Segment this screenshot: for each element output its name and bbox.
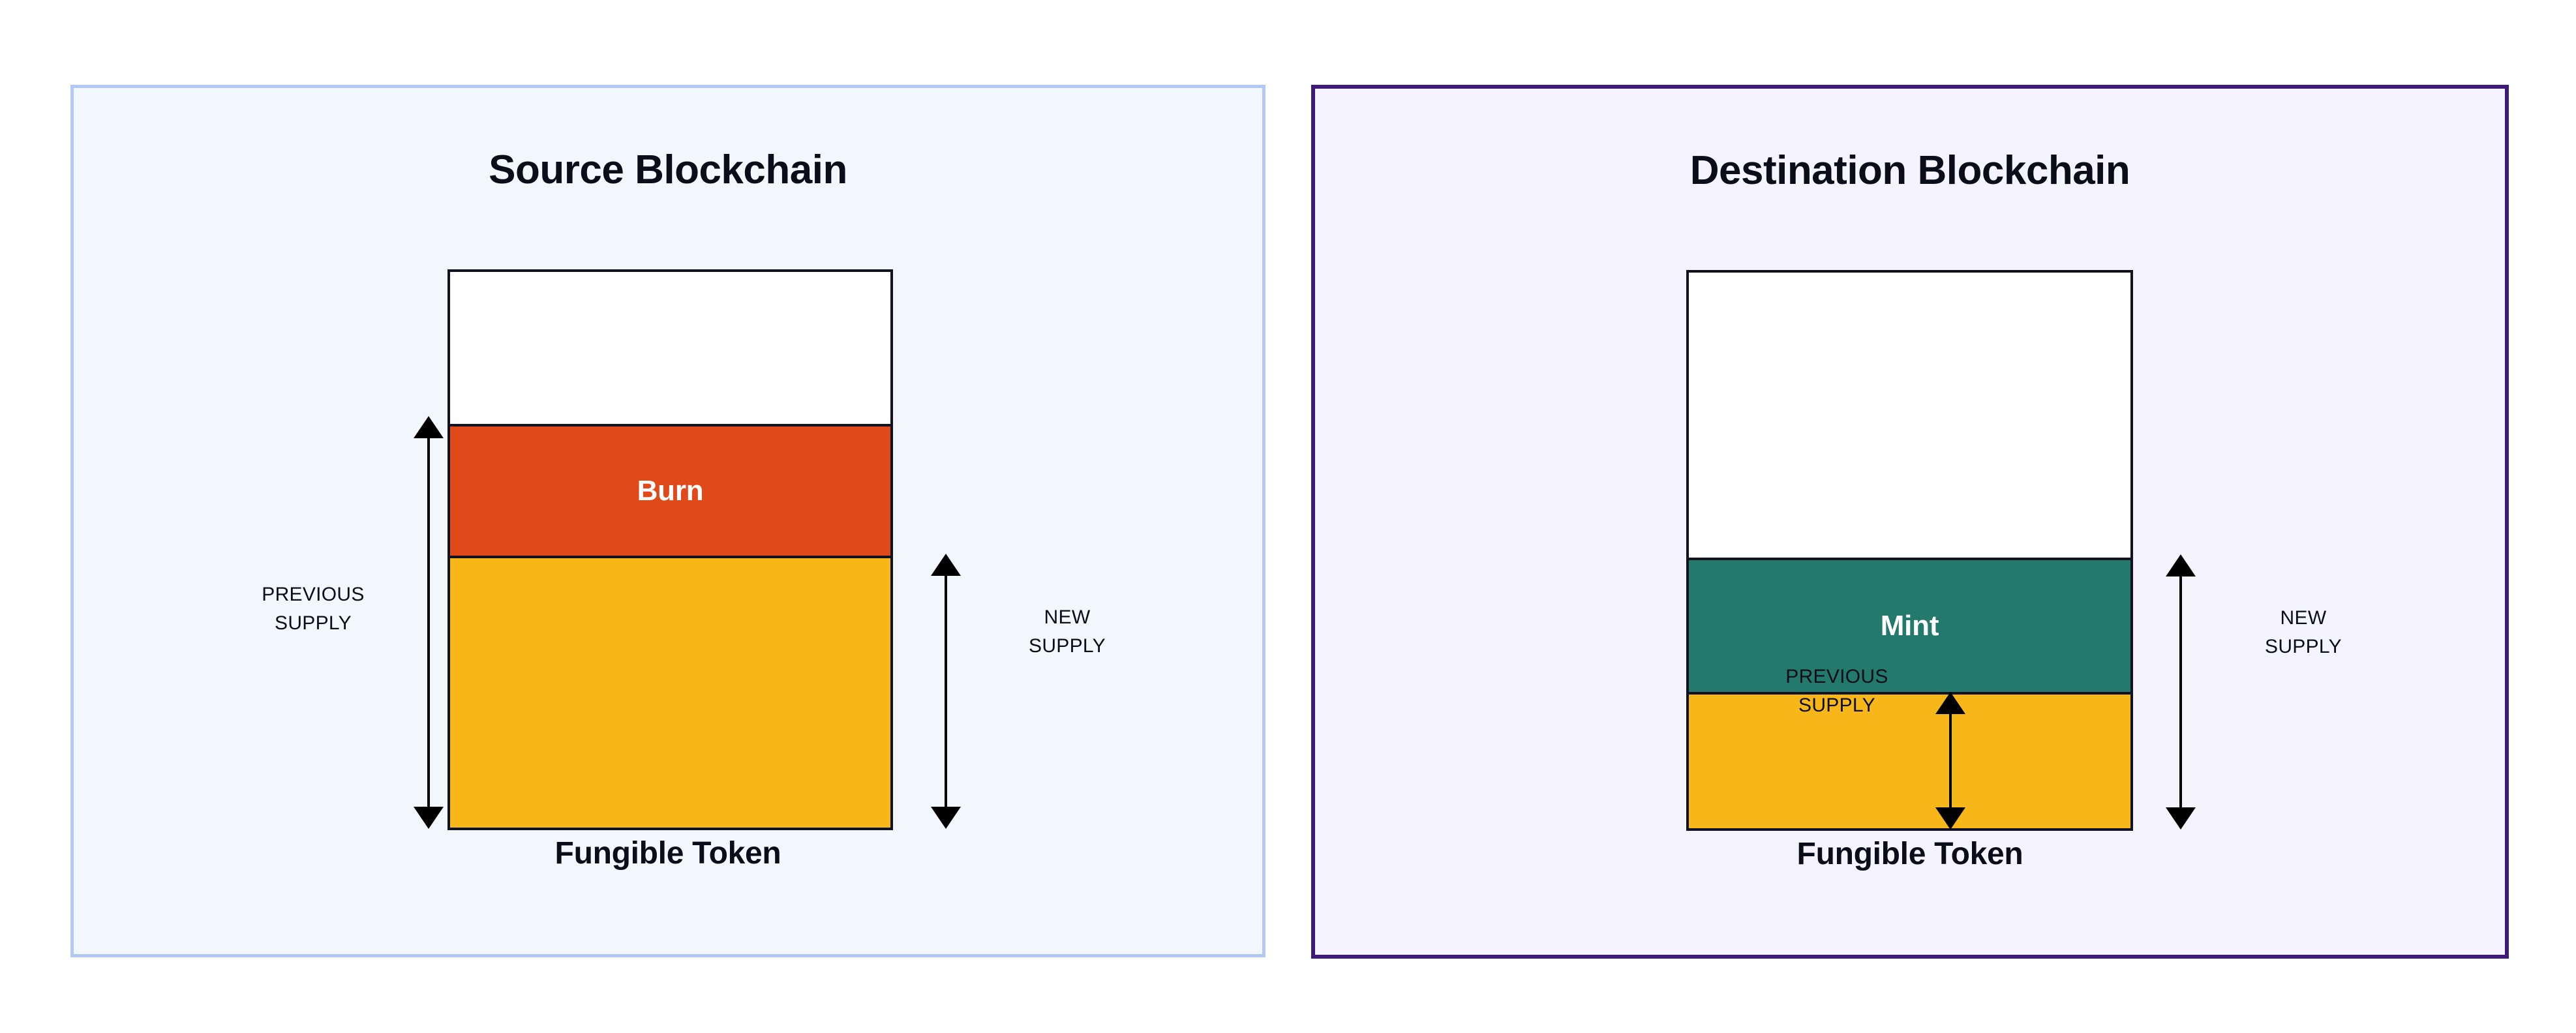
supply-bar-destination: Mint — [1686, 270, 2133, 831]
arrowhead-down-icon — [414, 807, 444, 829]
arrowhead-down-icon — [2166, 807, 2196, 830]
panel-title-destination: Destination Blockchain — [1690, 148, 2130, 193]
panel-footer-destination: Fungible Token — [1796, 837, 2023, 871]
bar-segment-headroom — [450, 272, 890, 424]
dimension-label-new-supply-destination: NEW SUPPLY — [2265, 607, 2342, 657]
bar-segment-mint-label: Mint — [1880, 610, 1939, 642]
arrow-shaft — [945, 572, 947, 811]
supply-bar-source: Burn — [447, 269, 893, 830]
panel-footer-source: Fungible Token — [554, 836, 781, 871]
dimension-arrow-previous-supply-source — [413, 416, 444, 829]
panel-title-source: Source Blockchain — [489, 147, 847, 192]
bar-segment-burn-label: Burn — [637, 474, 704, 507]
bar-segment-mint: Mint — [1689, 558, 2130, 693]
arrowhead-down-icon — [931, 807, 961, 829]
arrow-shaft — [2179, 573, 2182, 811]
panel-destination-blockchain: Destination Blockchain Mint PREVIOUS SUP… — [1311, 85, 2509, 959]
arrow-shaft — [427, 434, 430, 811]
arrow-shaft — [1949, 710, 1952, 811]
dimension-arrow-previous-supply-destination — [1935, 692, 1966, 830]
bar-segment-headroom — [1689, 273, 2130, 558]
bar-segment-existing — [1689, 692, 2130, 828]
arrowhead-down-icon — [1935, 807, 1965, 830]
dimension-arrow-new-supply-source — [930, 554, 962, 829]
dimension-label-new-supply-source: NEW SUPPLY — [1029, 606, 1106, 657]
dimension-arrow-new-supply-destination — [2165, 554, 2196, 830]
bar-segment-burn: Burn — [450, 423, 890, 556]
bar-segment-remaining — [450, 556, 890, 828]
dimension-label-previous-supply-source: PREVIOUS SUPPLY — [262, 584, 365, 634]
dimension-label-previous-supply-destination: PREVIOUS SUPPLY — [1785, 666, 1888, 716]
panel-source-blockchain: Source Blockchain Burn PREVIOUS SUPPLY N… — [70, 85, 1265, 957]
